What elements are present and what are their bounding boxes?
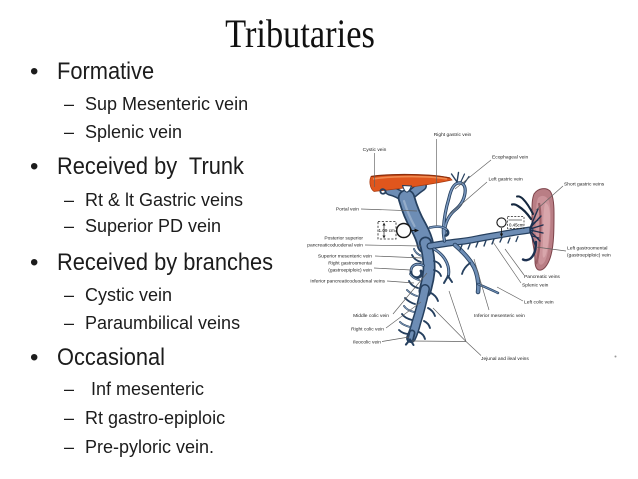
svg-text:1.09 cm: 1.09 cm [379, 228, 396, 233]
svg-text:Portal vein: Portal vein [336, 207, 359, 213]
svg-text:Splenic vein: Splenic vein [522, 283, 549, 289]
svg-text:Short gastric veins: Short gastric veins [564, 182, 605, 188]
svg-text:Ecophageal vein: Ecophageal vein [492, 155, 528, 161]
svg-text:Cystic vein: Cystic vein [363, 147, 387, 153]
svg-text:(gastroepiploic) vein: (gastroepiploic) vein [328, 268, 372, 274]
svg-text:Left gastric vein: Left gastric vein [489, 177, 524, 183]
svg-text:Left gastroomental: Left gastroomental [567, 246, 608, 252]
svg-text:Right colic vein: Right colic vein [351, 327, 384, 333]
svg-text:pancreaticoduodenal vein: pancreaticoduodenal vein [307, 243, 363, 249]
svg-text:Right gastric vein: Right gastric vein [434, 132, 472, 138]
svg-text:Right gastroomental: Right gastroomental [328, 261, 372, 267]
svg-text:Middle colic vein: Middle colic vein [353, 313, 389, 319]
svg-text:Posterior superior: Posterior superior [324, 236, 363, 242]
svg-text:0.45cm: 0.45cm [509, 223, 524, 228]
svg-text:Inferior pancreaticoduodenal v: Inferior pancreaticoduodenal veins [310, 279, 385, 285]
svg-text:Jejunal and ileal veins: Jejunal and ileal veins [481, 356, 529, 362]
svg-text:Pancreatic veins: Pancreatic veins [524, 274, 560, 280]
svg-text:Inferior mesenteric vein: Inferior mesenteric vein [474, 313, 525, 319]
svg-text:Left colic vein: Left colic vein [524, 300, 554, 306]
svg-text:Superior mesenteric vein: Superior mesenteric vein [318, 254, 372, 260]
svg-text:(gastroepiploic) vein: (gastroepiploic) vein [567, 253, 611, 259]
svg-text:Ileocolic vein: Ileocolic vein [353, 340, 381, 346]
